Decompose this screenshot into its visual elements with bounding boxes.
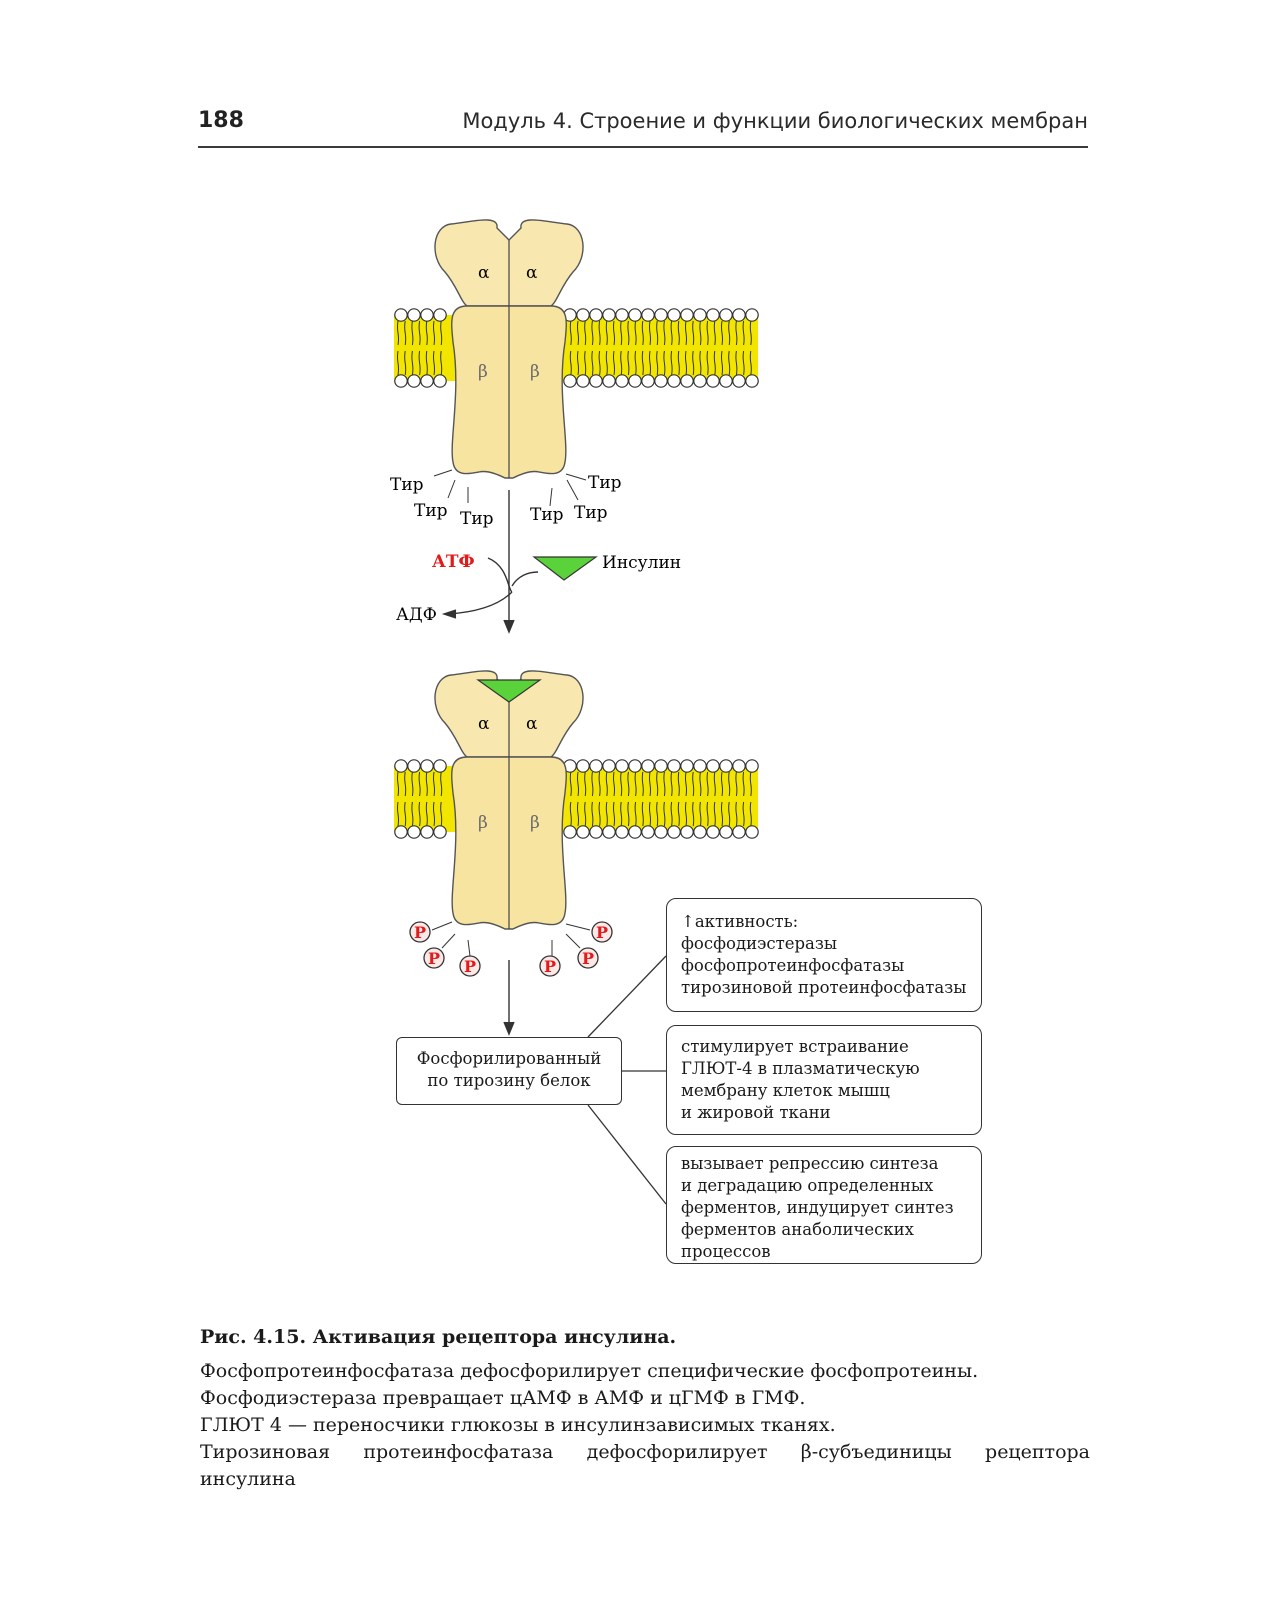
beta-label: β [530, 813, 540, 833]
paragraph: инсулина [200, 1468, 296, 1490]
phospho-label: P [414, 923, 426, 942]
adp-label: АДФ [396, 605, 437, 625]
beta-label: β [530, 362, 540, 382]
arrow-to-protein [503, 960, 515, 1036]
phospho-label: P [428, 949, 440, 968]
box-line: и жировой ткани [681, 1103, 831, 1122]
effect-box-glut4: стимулирует встраивание ГЛЮТ-4 в плазмат… [666, 1025, 982, 1135]
paragraph: Тирозиновая протеинфосфатаза дефосфорили… [200, 1441, 1090, 1463]
box-line: фосфодиэстеразы [681, 934, 838, 953]
membrane-bottom-lipid-heads [394, 759, 759, 839]
tyr-label: Тир [460, 509, 494, 529]
tyrosine-residues [433, 469, 587, 507]
box-line: мембрану клеток мышц [681, 1081, 890, 1100]
phospho-label: P [464, 957, 476, 976]
receptor-bottom [434, 670, 584, 930]
box-line: и деградацию определенных [681, 1176, 934, 1195]
phosphate-group: P [539, 955, 561, 977]
alpha-label: α [526, 714, 538, 734]
phospho-label: P [596, 923, 608, 942]
effect-box-enzymes: вызывает репрессию синтеза и деградацию … [666, 1146, 982, 1264]
alpha-label: α [478, 263, 490, 283]
beta-label: β [478, 813, 488, 833]
atp-label: АТФ [432, 552, 475, 572]
page-header: 188 Модуль 4. Строение и функции биологи… [198, 106, 1088, 148]
paragraph: ГЛЮТ 4 — переносчики глюкозы в инсулинза… [200, 1414, 836, 1436]
membrane-bottom [394, 759, 759, 839]
tyr-label: Тир [574, 503, 608, 523]
figure-caption: Рис. 4.15. Активация рецептора инсулина. [200, 1326, 677, 1348]
alpha-label: α [478, 714, 490, 734]
phosphate-group: P [423, 947, 445, 969]
insulin-label: Инсулин [602, 553, 681, 573]
box-line: ↑активность: [681, 912, 799, 931]
membrane-bottom-lipid-tails [396, 771, 752, 827]
box-line: ферментов, индуцирует синтез [681, 1198, 954, 1217]
box-line: фосфопротеинфосфатазы [681, 956, 905, 975]
tyr-label: Тир [414, 501, 448, 521]
box-line: ГЛЮТ-4 в плазматическую [681, 1059, 920, 1078]
alpha-label: α [526, 263, 538, 283]
paragraph: Фосфодиэстераза превращает цАМФ в АМФ и … [200, 1387, 806, 1409]
box-line: тирозиновой протеинфосфатазы [681, 978, 967, 997]
tyr-label: Тир [390, 475, 424, 495]
tyr-label: Тир [588, 473, 622, 493]
activation-arrow [441, 490, 539, 634]
running-title: Модуль 4. Строение и функции биологическ… [462, 109, 1088, 133]
box-line: стимулирует встраивание [681, 1037, 909, 1056]
phospho-label: P [544, 957, 556, 976]
effect-box-activity: ↑активность: фосфодиэстеразы фосфопротеи… [666, 898, 982, 1012]
box-line: вызывает репрессию синтеза [681, 1154, 939, 1173]
tyr-label: Тир [530, 505, 564, 525]
box-line: Фосфорилированный [416, 1049, 602, 1068]
body-text: Фосфопротеинфосфатаза дефосфорилирует сп… [200, 1358, 1090, 1493]
membrane-top-lipid-tails [396, 320, 752, 376]
phosphorylated-protein-box: Фосфорилированный по тирозину белок [396, 1037, 622, 1105]
page-number: 188 [198, 108, 244, 133]
box-line: процессов [681, 1242, 771, 1261]
bound-insulin [476, 679, 542, 703]
box-line: ферментов анаболических [681, 1220, 914, 1239]
phosphate-group: P [409, 921, 431, 943]
paragraph: Фосфопротеинфосфатаза дефосфорилирует сп… [200, 1360, 979, 1382]
membrane-top-lipid-heads [394, 308, 759, 388]
phosphate-group: P [591, 921, 613, 943]
phospho-links [431, 921, 591, 958]
phosphate-group: P [459, 955, 481, 977]
phosphate-group: P [577, 947, 599, 969]
insulin-molecule [532, 556, 598, 581]
membrane-top [394, 308, 759, 388]
phospho-label: P [582, 949, 594, 968]
receptor-top [434, 219, 584, 479]
box-line: по тирозину белок [427, 1071, 591, 1090]
beta-label: β [478, 362, 488, 382]
effect-connectors [587, 955, 667, 1205]
